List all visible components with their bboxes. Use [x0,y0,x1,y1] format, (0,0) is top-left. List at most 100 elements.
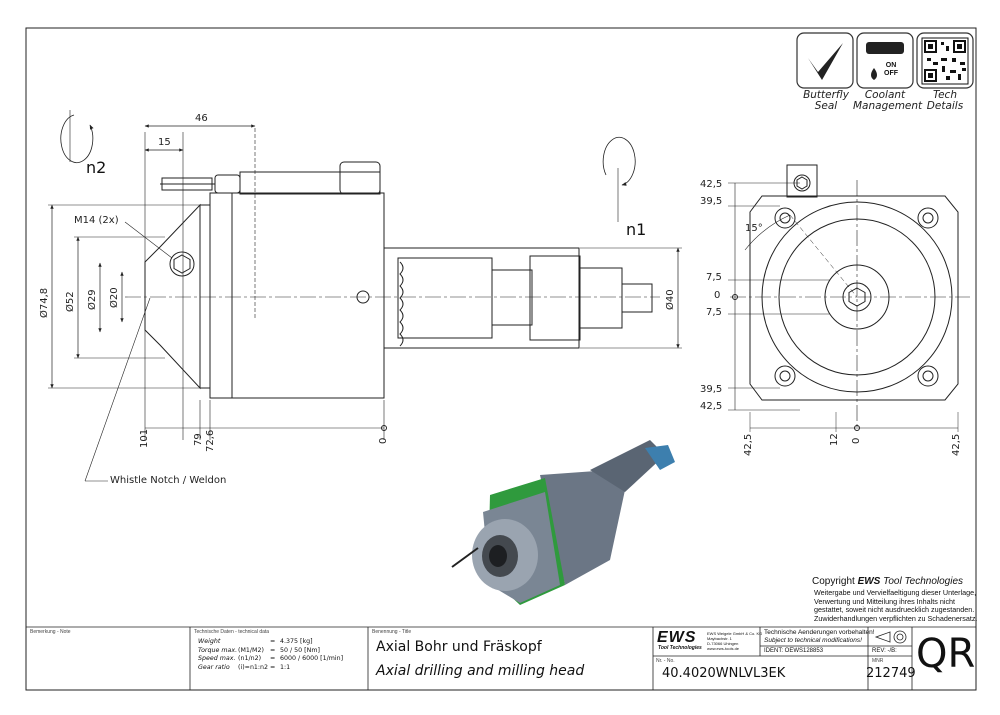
title-header: Benennung - Title [372,629,412,635]
dim-front-h-42-5-right: 42,5 [951,433,962,456]
company-address: EWS Weigele GmbH & Co. KG Maybachstr. 1 … [707,631,762,651]
tech-row-value: 6000 / 6000 [1/min] [280,655,344,662]
dim-front-h-12: 12 [829,433,840,446]
mnr-label: MNR [872,658,884,664]
tech-row-torque: Torque max.(M1/M2) = 50 / 50 [Nm] [198,647,343,656]
front-bolt-holes [774,207,939,387]
tech-row-eq: = [270,646,276,654]
tech-row-value: 50 / 50 [Nm] [280,646,320,654]
dim-front-h-0: 0 [851,437,862,444]
tech-row-value: 4.375 [kg] [280,638,313,645]
copyright-prefix: Copyright [812,576,858,587]
dim-79: 79 [193,433,204,446]
dim-dia-29: Ø29 [87,289,98,310]
dim-15: 15 [158,137,171,148]
dim-front-h-42-5-left: 42,5 [743,433,754,456]
part-number: 40.4020WNLVL3EK [662,666,786,681]
butterfly-seal-label-1: Butterfly [803,89,849,101]
copyright-line: Verwertung und Mitteilung ihres Inhalts … [814,596,956,606]
dim-front-7-5-top: 7,5 [706,272,722,283]
tech-row-sub: (n1/n2) [238,655,262,662]
feature-icons-frames [796,32,974,89]
dim-101: 101 [139,428,150,448]
projection-symbol-icon [874,630,907,644]
rotation-label-n1: n1 [626,220,647,239]
coolant-on-label: ON [885,62,897,69]
title-english: Axial drilling and milling head [376,663,585,679]
dim-front-0: 0 [714,290,721,301]
tech-row-sub: (i)=n1:n2 [238,663,269,671]
tech-row-sub: (M1/M2) [238,646,264,654]
title-german: Axial Bohr und Fräskopf [376,639,542,655]
tech-row-label: Speed max. [198,655,236,662]
ews-logo: EWS [657,629,697,646]
coolant-management-label: Coolant Management [853,89,923,112]
copyright-heading: Copyright EWS Tool Technologies [812,577,963,587]
part-number-label: Nr. - No. [656,658,675,664]
tech-row-gear: Gear ratio (i)=n1:n2= 1:1 [198,664,343,673]
tech-data-table: Weight = 4.375 [kg] Torque max.(M1/M2) = 50 … [198,638,343,672]
tech-row-eq: = [270,663,276,671]
title-block-grid [26,626,976,690]
front-view [728,164,970,432]
tech-row-weight: Weight = 4.375 [kg] [198,638,343,647]
copyright-line: Weitergabe und Vervielfaeltigung dieser … [814,588,977,597]
butterfly-seal-icon [808,43,843,80]
company-line: D-73066 Uhingen [707,641,739,646]
thread-note: M14 (2x) [74,215,119,226]
dim-72-6: 72,6 [205,429,216,452]
tech-row-label: Torque max. [198,646,238,654]
company-line: Maybachstr. 1 [707,636,732,641]
side-view [48,110,682,482]
dim-front-39-5-bottom: 39,5 [700,384,723,395]
tech-details-label-1: Tech [932,89,957,101]
coolant-management-label-2[interactable]: Management [853,99,923,112]
dim-front-42-5-bottom: 42,5 [700,401,723,412]
coolant-on-off: ON OFF [884,62,898,78]
company-line: www.ews-tools.de [707,646,740,651]
dim-dia-52: Ø52 [65,291,76,312]
dim-dia-20: Ø20 [109,287,120,308]
change-notice-en: Subject to technical modifications! [764,637,862,644]
copyright-line: Zuwiderhandlungen verpflichten zu Schade… [814,613,978,623]
butterfly-seal-label-2: Seal [814,99,838,112]
tech-row-eq: = [270,638,276,645]
tech-row-speed: Speed max.(n1/n2) = 6000 / 6000 [1/min] [198,655,343,664]
copyright-suffix: Tool Technologies [880,576,964,587]
rotation-label-n2: n2 [86,158,107,177]
tech-details-label-2: Details [926,99,964,112]
tech-details-label[interactable]: Tech Details [917,90,973,111]
dim-dia-74-8: Ø74,8 [39,287,50,318]
dim-dia-40: Ø40 [665,289,676,310]
coolant-management-icon [866,42,904,80]
tech-row-value: 1:1 [280,663,291,671]
dim-46: 46 [195,113,208,124]
company-line: EWS Weigele GmbH & Co. KG [707,631,763,636]
copyright-notice: Weitergabe und Vervielfaeltigung dieser … [814,588,978,623]
tech-row-label: Gear ratio [198,663,230,671]
ident: IDENT: OEWS128853 [764,648,824,654]
change-notice-de: Technische Aenderungen vorbehalten! [764,629,875,636]
copyright-line: gestattet, soweit nicht ausdruecklich zu… [814,605,975,615]
coolant-management-label-1: Coolant [864,89,906,101]
render-3d [451,440,675,605]
dim-front-7-5-bottom: 7,5 [706,307,722,318]
coolant-off-label: OFF [884,70,898,77]
remarks-header: Bemerkung - Note [30,629,71,635]
tech-row-eq: = [270,655,276,662]
butterfly-seal-label: Butterfly Seal [797,90,855,111]
ews-logo-sub: Tool Technologies [658,645,702,651]
tech-row-label: Weight [198,638,221,645]
mnr-number: 212749 [866,666,916,681]
dim-front-39-5-top: 39,5 [700,196,723,207]
copyright-brand: EWS [857,576,881,587]
callout-whistle-notch: Whistle Notch / Weldon [110,475,227,486]
ews-logo-icon [656,630,704,646]
dim-angle-15: 15° [745,223,763,234]
dim-front-42-5-top: 42,5 [700,179,723,190]
tech-data-header: Technische Daten - technical data [194,629,270,635]
revision: REV: -/B: [872,648,897,654]
dim-0-side: 0 [378,437,389,444]
